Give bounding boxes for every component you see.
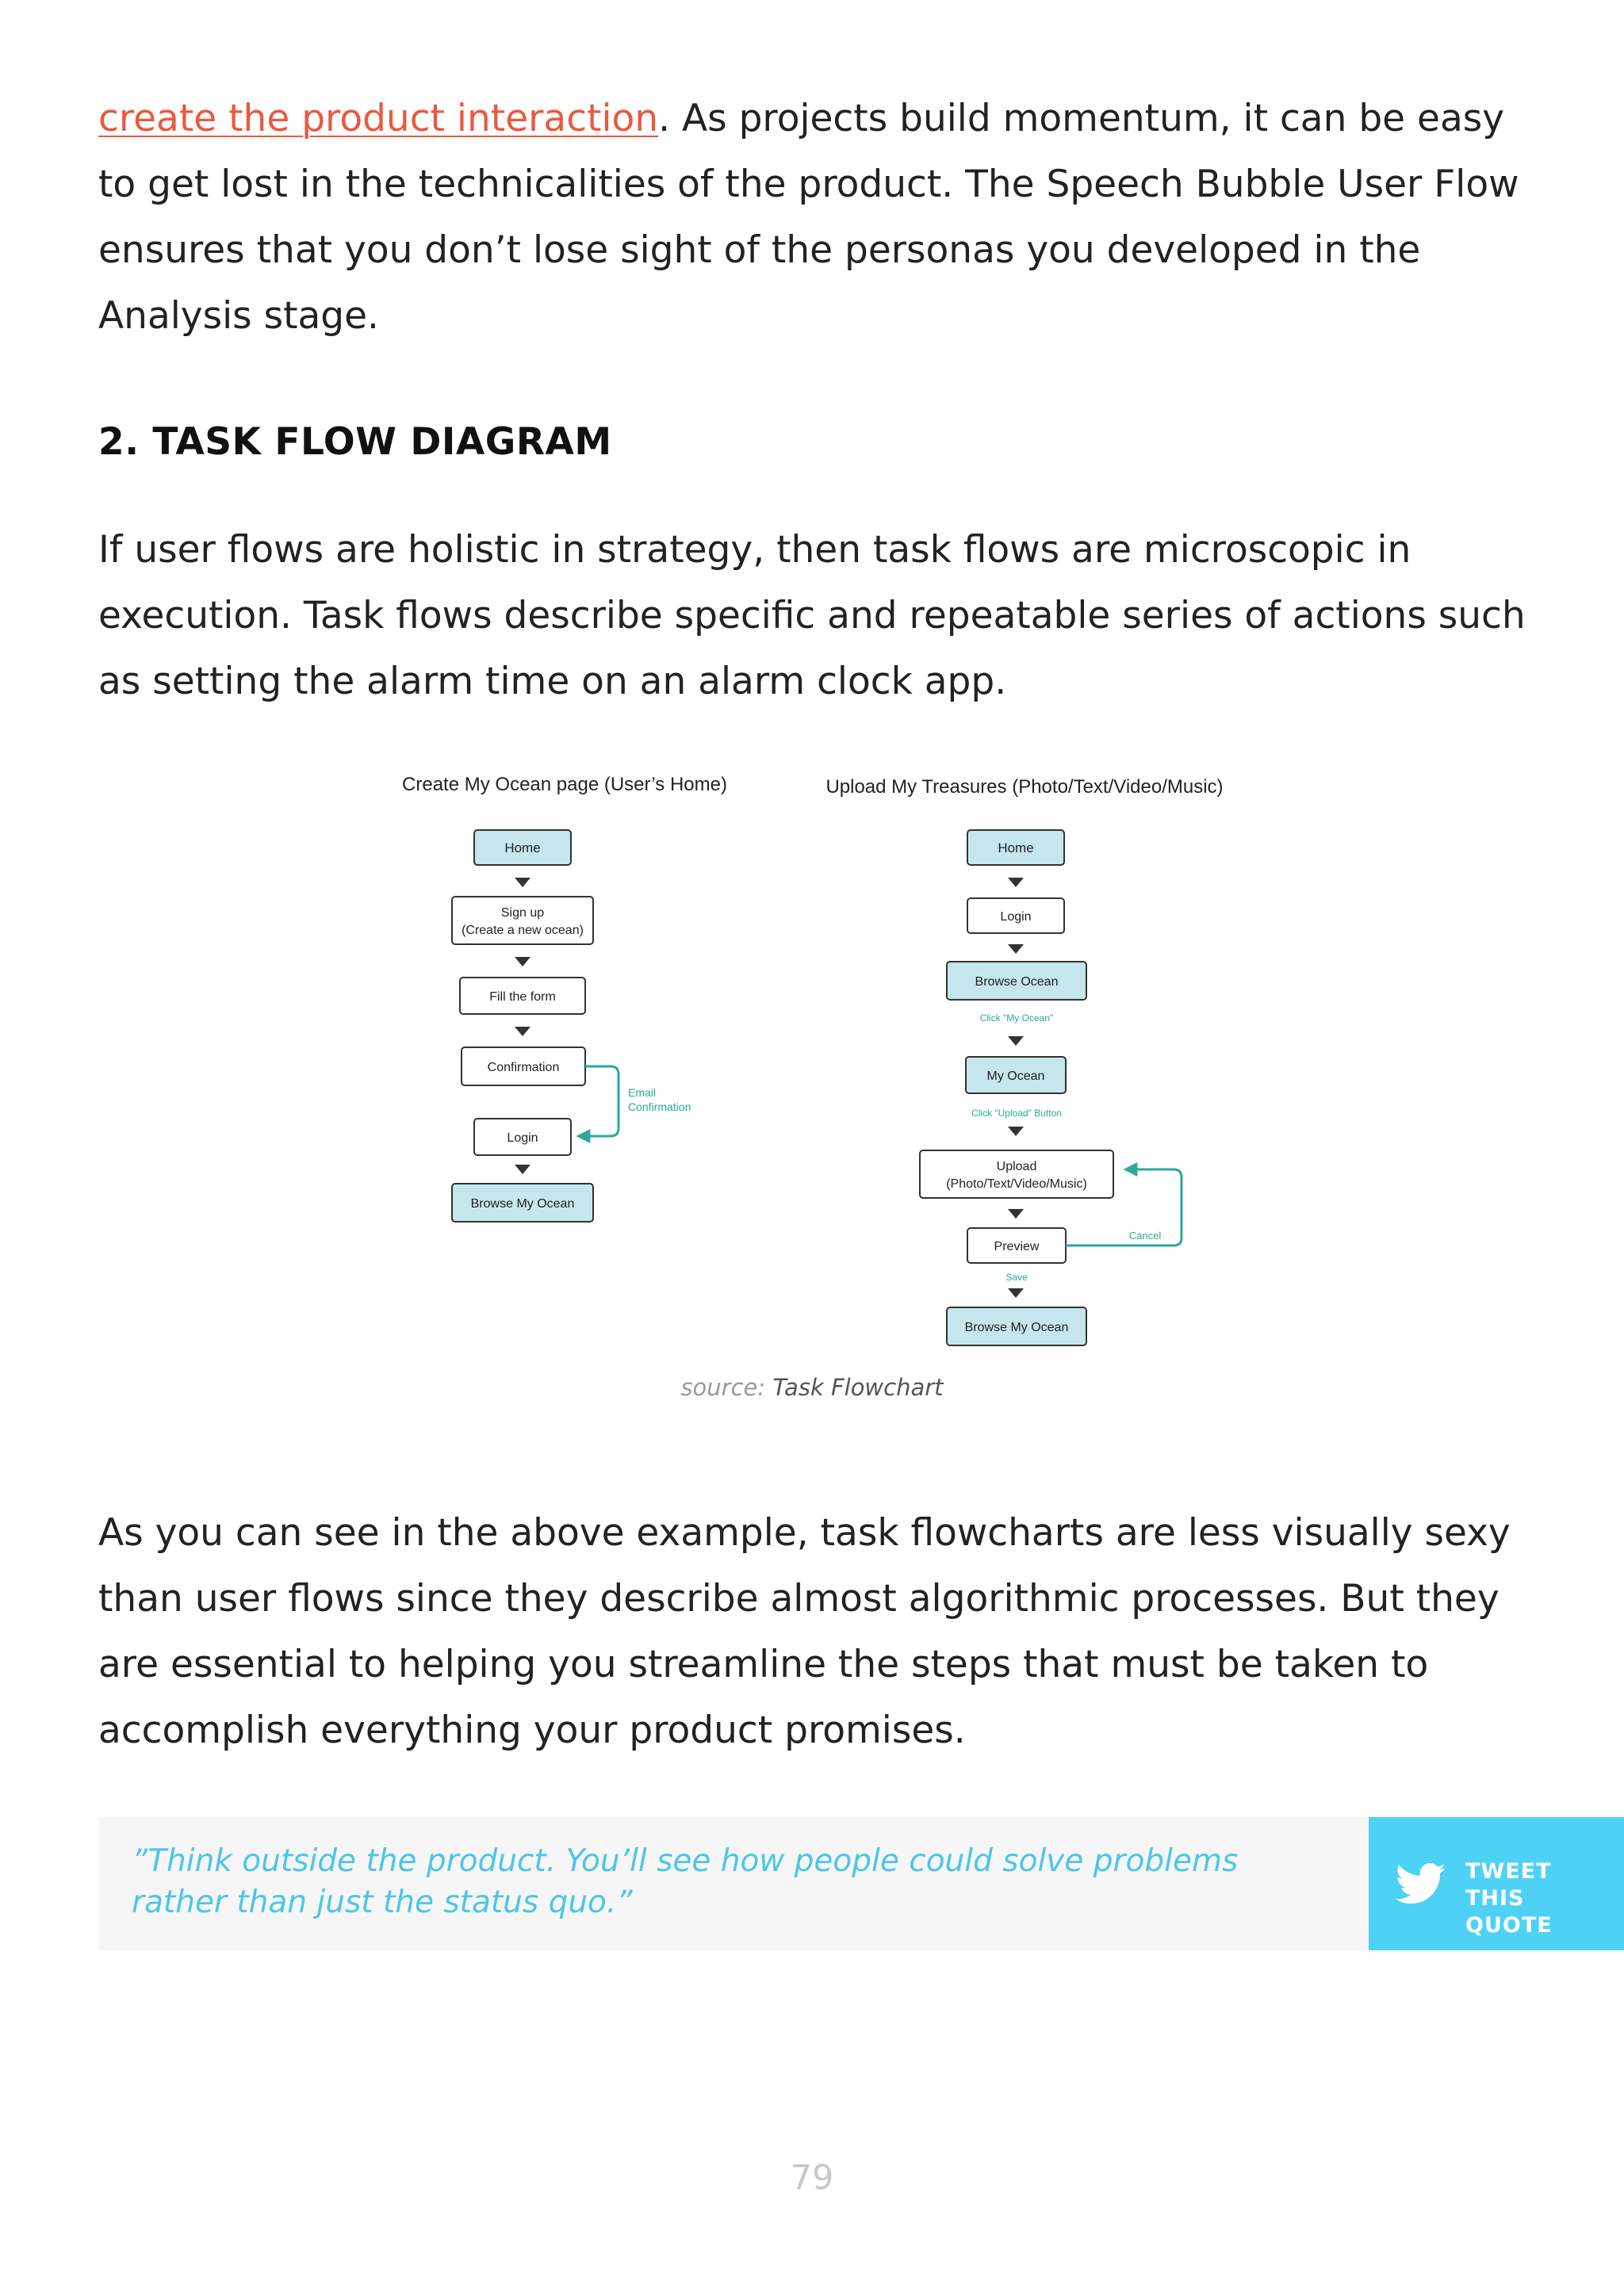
right-upload-label-2: (Photo/Text/Video/Music) (946, 1177, 1087, 1191)
right-preview-label: Preview (994, 1240, 1040, 1253)
right-upload-node (919, 1150, 1114, 1199)
down-arrow-icon (515, 1165, 530, 1174)
tweet-quote-label: TWEET THIS QUOTE (1465, 1858, 1616, 1939)
left-browse-label: Browse My Ocean (471, 1197, 575, 1211)
down-arrow-icon (515, 878, 530, 887)
save-label: Save (1005, 1272, 1028, 1283)
twitter-bird-icon (1396, 1863, 1446, 1904)
tweet-quote-button[interactable]: TWEET THIS QUOTE (1369, 1817, 1624, 1950)
right-home-node (967, 829, 1065, 866)
right-upload-label-1: Upload (997, 1160, 1037, 1173)
left-signup-label-1: Sign up (501, 906, 544, 920)
pull-quote: ”Think outside the product. You’ll see h… (98, 1817, 1369, 1950)
click-my-ocean-label: Click "My Ocean" (980, 1012, 1054, 1024)
figure-caption: source: Task Flowchart (0, 1374, 1624, 1401)
caption-title: Task Flowchart (772, 1374, 944, 1401)
right-browse-ocean-label: Browse Ocean (975, 975, 1059, 989)
left-flow: Home Sign up (Create a new ocean) Fill t… (451, 829, 691, 1223)
left-browse-node (451, 1183, 594, 1223)
cancel-connector (1066, 1162, 1183, 1247)
left-fill-form-label: Fill the form (489, 990, 556, 1004)
down-arrow-icon (1008, 1209, 1024, 1219)
email-confirmation-label-1: Email (628, 1086, 656, 1099)
right-my-ocean-node (965, 1056, 1067, 1094)
email-confirmation-connector (576, 1065, 620, 1143)
right-home-label: Home (998, 840, 1033, 855)
right-login-node (967, 897, 1065, 934)
closing-paragraph: As you can see in the above example, tas… (98, 1511, 1511, 1752)
down-arrow-icon (1008, 1036, 1024, 1046)
down-arrow-icon (1008, 944, 1024, 954)
left-login-label: Login (507, 1131, 538, 1145)
right-flow: Home Login Browse Ocean Click "My Ocean"… (919, 829, 1183, 1346)
left-fill-form-node (459, 977, 586, 1015)
down-arrow-icon (1008, 1288, 1024, 1298)
right-my-ocean-label: My Ocean (987, 1070, 1045, 1083)
product-interaction-link[interactable]: create the product interaction (98, 97, 659, 140)
right-browse-ocean-node (946, 961, 1087, 1001)
left-signup-label-2: (Create a new ocean) (462, 924, 584, 937)
tweet-label-line-1: TWEET (1465, 1859, 1552, 1884)
down-arrow-icon (1008, 1127, 1024, 1136)
down-arrow-icon (1008, 878, 1024, 887)
quote-text: ”Think outside the product. You’ll see h… (132, 1843, 1239, 1920)
section-heading: 2. TASK FLOW DIAGRAM (98, 420, 612, 464)
page-number: 79 (790, 2158, 834, 2198)
task-flow-diagram: Create My Ocean page (User’s Home) Uploa… (402, 774, 1224, 1346)
tweet-label-line-2: THIS QUOTE (1465, 1886, 1553, 1938)
left-home-node (473, 829, 572, 866)
left-signup-node (451, 896, 594, 945)
right-login-label: Login (1000, 910, 1031, 924)
email-confirmation-label-2: Confirmation (628, 1100, 691, 1113)
click-upload-label: Click "Upload" Button (971, 1108, 1062, 1119)
left-flow-title: Create My Ocean page (User’s Home) (402, 774, 727, 795)
caption-source-label: source: (680, 1374, 766, 1401)
left-confirmation-label: Confirmation (488, 1061, 560, 1074)
right-flow-title: Upload My Treasures (Photo/Text/Video/Mu… (825, 776, 1223, 798)
right-browse-my-ocean-label: Browse My Ocean (965, 1321, 1069, 1334)
left-login-node (473, 1118, 572, 1156)
cancel-label: Cancel (1129, 1230, 1162, 1242)
task-flow-paragraph: If user flows are holistic in strategy, … (98, 528, 1526, 703)
down-arrow-icon (515, 957, 530, 966)
intro-paragraph: create the product interaction. As proje… (98, 86, 1542, 349)
intro-text: . As projects build momentum, it can be … (98, 97, 1519, 338)
down-arrow-icon (515, 1027, 530, 1036)
right-browse-my-ocean-node (946, 1307, 1087, 1346)
left-home-label: Home (504, 840, 540, 855)
